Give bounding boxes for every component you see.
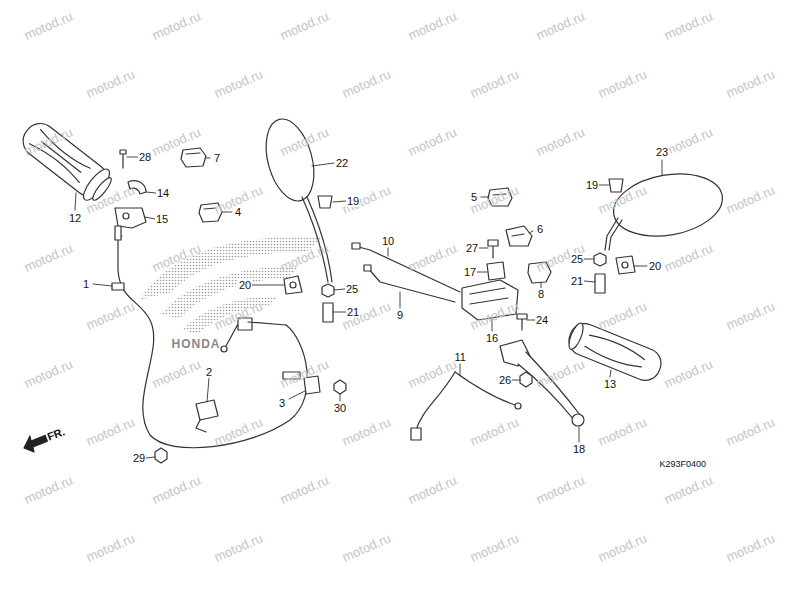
callout-number: 25 — [345, 283, 359, 295]
watermark: motod.ru — [724, 67, 777, 101]
callout-number: 18 — [572, 443, 586, 455]
front-direction-label: FR. — [45, 425, 68, 443]
callout-number: 17 — [463, 266, 477, 278]
watermark: motod.ru — [534, 125, 587, 159]
callout-number: 10 — [381, 235, 395, 247]
watermark: motod.ru — [724, 299, 777, 333]
watermark: motod.ru — [278, 357, 331, 391]
callout-number: 22 — [335, 157, 349, 169]
callout-number: 25 — [570, 253, 584, 265]
callout-number: 21 — [346, 306, 360, 318]
watermark: motod.ru — [406, 241, 459, 275]
watermark: motod.ru — [150, 9, 203, 43]
callout-number: 20 — [648, 260, 662, 272]
callout-number: 23 — [655, 146, 669, 158]
watermark: motod.ru — [212, 415, 265, 449]
callout-number: 19 — [585, 179, 599, 191]
watermark: motod.ru — [22, 241, 75, 275]
watermark: motod.ru — [724, 531, 777, 565]
watermark: motod.ru — [22, 357, 75, 391]
callout-number: 24 — [535, 314, 549, 326]
callout-number: 28 — [138, 151, 152, 163]
watermark: motod.ru — [340, 415, 393, 449]
watermark: motod.ru — [662, 473, 715, 507]
watermark: motod.ru — [468, 67, 521, 101]
watermark: motod.ru — [84, 531, 137, 565]
watermark: motod.ru — [596, 531, 649, 565]
callout-number: 11 — [454, 351, 467, 363]
diagram-code: K293F0400 — [659, 459, 708, 469]
callout-number: 15 — [155, 213, 169, 225]
watermark: motod.ru — [662, 241, 715, 275]
callout-number: 29 — [132, 452, 146, 464]
watermark: motod.ru — [22, 473, 75, 507]
watermark: motod.ru — [212, 531, 265, 565]
watermark: motod.ru — [724, 183, 777, 217]
watermark: motod.ru — [340, 67, 393, 101]
watermark: motod.ru — [406, 473, 459, 507]
watermark: motod.ru — [596, 415, 649, 449]
watermark: motod.ru — [150, 473, 203, 507]
watermark: motod.ru — [84, 299, 137, 333]
watermark: motod.ru — [662, 357, 715, 391]
watermark: motod.ru — [534, 9, 587, 43]
watermark: motod.ru — [596, 299, 649, 333]
watermark: motod.ru — [596, 67, 649, 101]
callout-number: 8 — [537, 288, 545, 300]
callout-number: 20 — [238, 279, 252, 291]
callout-number: 26 — [498, 374, 512, 386]
callout-number: 1 — [82, 278, 90, 290]
watermark: motod.ru — [662, 125, 715, 159]
callout-number: 2 — [205, 366, 213, 378]
watermark: motod.ru — [84, 67, 137, 101]
callout-number: 3 — [278, 397, 286, 409]
callout-number: 4 — [234, 206, 242, 218]
watermark: motod.ru — [278, 9, 331, 43]
callout-number: 16 — [485, 332, 499, 344]
watermark: motod.ru — [22, 9, 75, 43]
watermark: motod.ru — [406, 357, 459, 391]
watermark: motod.ru — [84, 415, 137, 449]
watermark: motod.ru — [468, 415, 521, 449]
watermark: motod.ru — [278, 473, 331, 507]
callout-number: 21 — [570, 275, 584, 287]
callout-number: 5 — [470, 191, 478, 203]
callout-number: 12 — [68, 212, 82, 224]
watermark: motod.ru — [406, 125, 459, 159]
callout-number: 27 — [465, 242, 479, 254]
watermark: motod.ru — [406, 9, 459, 43]
watermark: motod.ru — [724, 415, 777, 449]
watermark: motod.ru — [534, 357, 587, 391]
watermark: motod.ru — [534, 473, 587, 507]
watermark: motod.ru — [212, 67, 265, 101]
callout-number: 14 — [156, 187, 170, 199]
callout-number: 6 — [536, 223, 544, 235]
callout-number: 30 — [333, 402, 347, 414]
brand-logo-text: HONDA — [171, 338, 222, 350]
callout-number: 19 — [346, 195, 360, 207]
callout-number: 7 — [213, 152, 221, 164]
watermark: motod.ru — [468, 531, 521, 565]
watermark: motod.ru — [340, 531, 393, 565]
watermark: motod.ru — [150, 357, 203, 391]
callout-number: 9 — [396, 309, 404, 321]
watermark: motod.ru — [662, 9, 715, 43]
callout-number: 13 — [603, 378, 617, 390]
